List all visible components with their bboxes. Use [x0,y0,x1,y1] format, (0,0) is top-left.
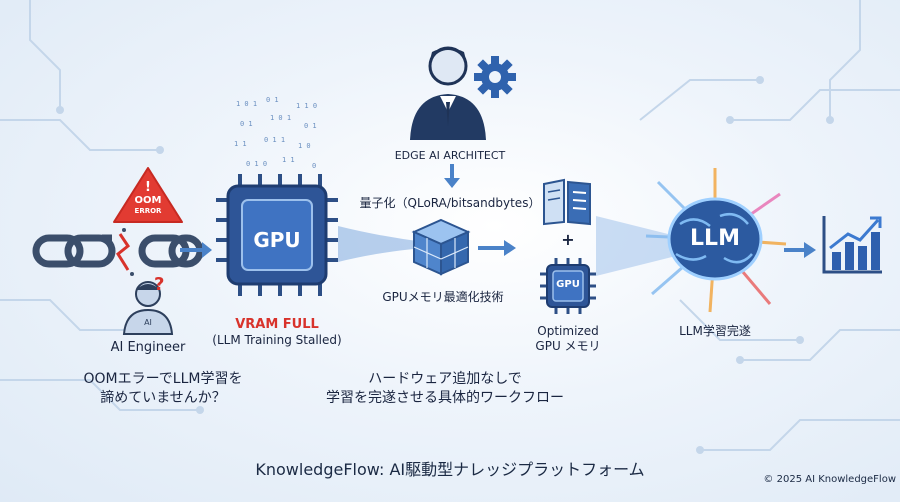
ai-engineer-avatar [122,281,174,335]
svg-text:!: ! [145,180,151,195]
arrow-right-icon [478,240,516,256]
svg-text:1 0 1: 1 0 1 [270,114,291,122]
oom-warning-icon: ! [113,167,183,223]
engineer-shirt-text: AI [144,318,152,327]
footer-brand: KnowledgeFlow: AI駆動型ナレッジプラットフォーム [255,460,645,479]
svg-text:1 0 1: 1 0 1 [236,100,257,108]
document-icon [543,178,591,226]
svg-text:1 1 0: 1 1 0 [296,102,317,110]
flow-beam-decoration [596,216,676,276]
arrow-down-icon [444,164,460,188]
optimized-gpu-chip-label: GPU [556,279,580,290]
svg-text:0: 0 [312,162,316,170]
oom-badge-text: OOM ERROR [134,195,162,216]
edge-architect-avatar [410,46,486,140]
svg-text:1 1: 1 1 [282,156,295,164]
vram-full-status: VRAM FULL [235,317,319,332]
memory-technique-label: GPUメモリ最適化技術 [382,290,504,304]
edge-architect-label: EDGE AI ARCHITECT [394,149,506,162]
svg-text:0 1: 0 1 [266,96,279,104]
svg-text:0 1: 0 1 [240,120,253,128]
footer-copyright: © 2025 AI KnowledgeFlow [763,474,896,485]
training-stalled-status: (LLM Training Stalled) [212,333,342,347]
plus-icon: + [561,230,575,249]
gear-icon [474,56,516,98]
svg-text:0 1 1: 0 1 1 [264,136,285,144]
quantization-label: 量子化（QLoRA/bitsandbytes） [359,196,541,210]
ai-engineer-label: AI Engineer [110,340,186,355]
svg-text:1 0: 1 0 [298,142,311,150]
center-question-text: ハードウェア追加なしで 学習を完遂させる具体的ワークフロー [326,371,564,406]
optimized-gpu-label: Optimized GPU メモリ [535,324,601,353]
llm-complete-label: LLM学習完遂 [679,324,751,338]
broken-chain-icon [32,228,202,276]
flow-beam-decoration [338,226,424,262]
svg-text:0 1: 0 1 [304,122,317,130]
svg-text:0 1 0: 0 1 0 [246,160,267,168]
llm-brain-label: LLM [690,226,740,251]
arrow-right-icon [784,242,816,258]
gpu-chip-icon [216,174,338,296]
gpu-chip-label: GPU [253,228,301,252]
question-mark-icon: ? [154,274,165,295]
growth-chart-icon [822,216,882,274]
arrow-right-icon [180,242,212,258]
left-question-text: OOMエラーでLLM学習を 諦めていませんか？ [83,371,243,406]
optimization-cube-icon [411,218,471,276]
llm-brain-icon [645,168,787,313]
optimized-gpu-chip-icon [540,258,596,314]
svg-text:1 1: 1 1 [234,140,247,148]
